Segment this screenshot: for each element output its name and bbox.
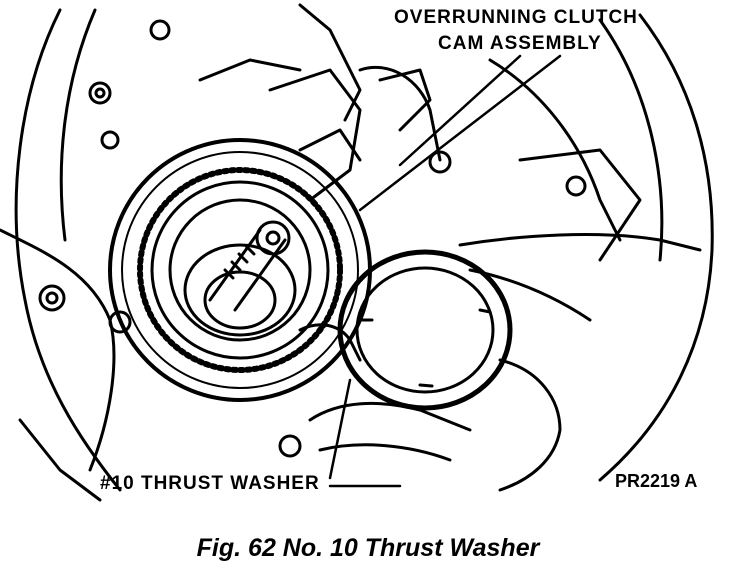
figure-caption: Fig. 62 No. 10 Thrust Washer [196, 534, 540, 562]
case-bolts [38, 19, 587, 458]
cam-assembly [268, 68, 432, 202]
figure-code: PR2219 A [615, 471, 698, 491]
technician-hand [298, 233, 702, 492]
label-overrunning-clutch: OVERRUNNING CLUTCH [394, 7, 638, 28]
label-cam-assembly: CAM ASSEMBLY [438, 33, 602, 54]
label-thrust-washer: #10 THRUST WASHER [100, 473, 320, 494]
callout-leaders [328, 54, 562, 488]
input-shaft [208, 220, 291, 312]
thrust-washer [337, 249, 513, 411]
transmission-illustration [0, 3, 714, 502]
transmission-case [0, 3, 714, 502]
